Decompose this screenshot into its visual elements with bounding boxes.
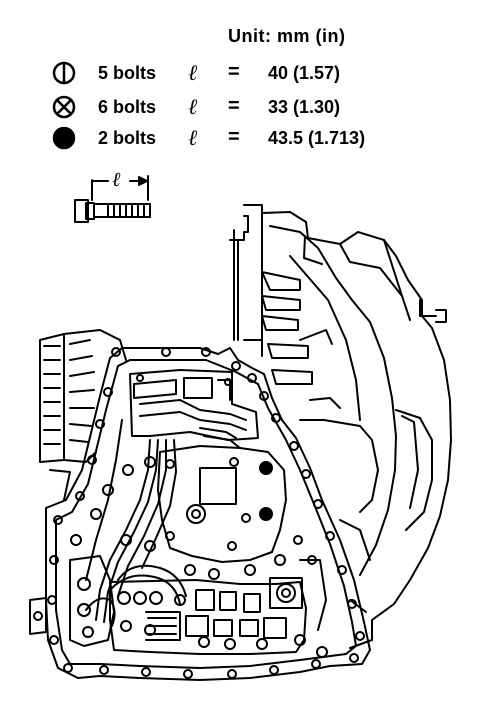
legend-count: 5 bolts (98, 63, 157, 83)
ell-symbol: ℓ (188, 95, 198, 120)
legend-length: 40 (1.57) (268, 63, 341, 83)
bolt-illustration: ℓ (74, 167, 151, 223)
filled-bolt-markers (259, 461, 273, 521)
left-bracket (29, 597, 47, 635)
bolt-length-label: ℓ (112, 167, 121, 191)
ell-symbol: ℓ (188, 61, 198, 86)
equals-sign: = (228, 95, 240, 117)
unit-label: Unit: mm (in) (228, 26, 346, 46)
legend-row-5-bolts: 5 bolts ℓ = 40 (1.57) (52, 61, 432, 87)
legend-count: 6 bolts (98, 97, 157, 117)
legend-length: 33 (1.30) (268, 97, 341, 117)
circle-with-vertical-line-icon (52, 61, 76, 85)
lower-bolt-markers (70, 456, 286, 580)
legend-length: 43.5 (1.713) (268, 128, 366, 148)
legend-row-2-bolts: 2 bolts ℓ = 43.5 (1.713) (52, 126, 432, 152)
legend-symbols (52, 61, 76, 150)
equals-sign: = (228, 61, 240, 83)
circle-with-x-icon (52, 95, 76, 119)
upper-valve-plate (129, 369, 259, 441)
separator-plate (157, 445, 287, 563)
legend-count: 2 bolts (98, 128, 157, 148)
left-drum-assembly (39, 329, 127, 501)
transmission-housing (229, 204, 452, 649)
equals-sign: = (228, 126, 240, 148)
oil-pipes (85, 419, 241, 627)
valve-body-outline (45, 347, 371, 681)
lower-valve-body (69, 535, 328, 658)
filled-circle-icon (52, 126, 76, 150)
ell-symbol: ℓ (188, 126, 198, 151)
legend-row-6-bolts: 6 bolts ℓ = 33 (1.30) (52, 95, 432, 121)
perimeter-bolt-holes (47, 347, 365, 679)
